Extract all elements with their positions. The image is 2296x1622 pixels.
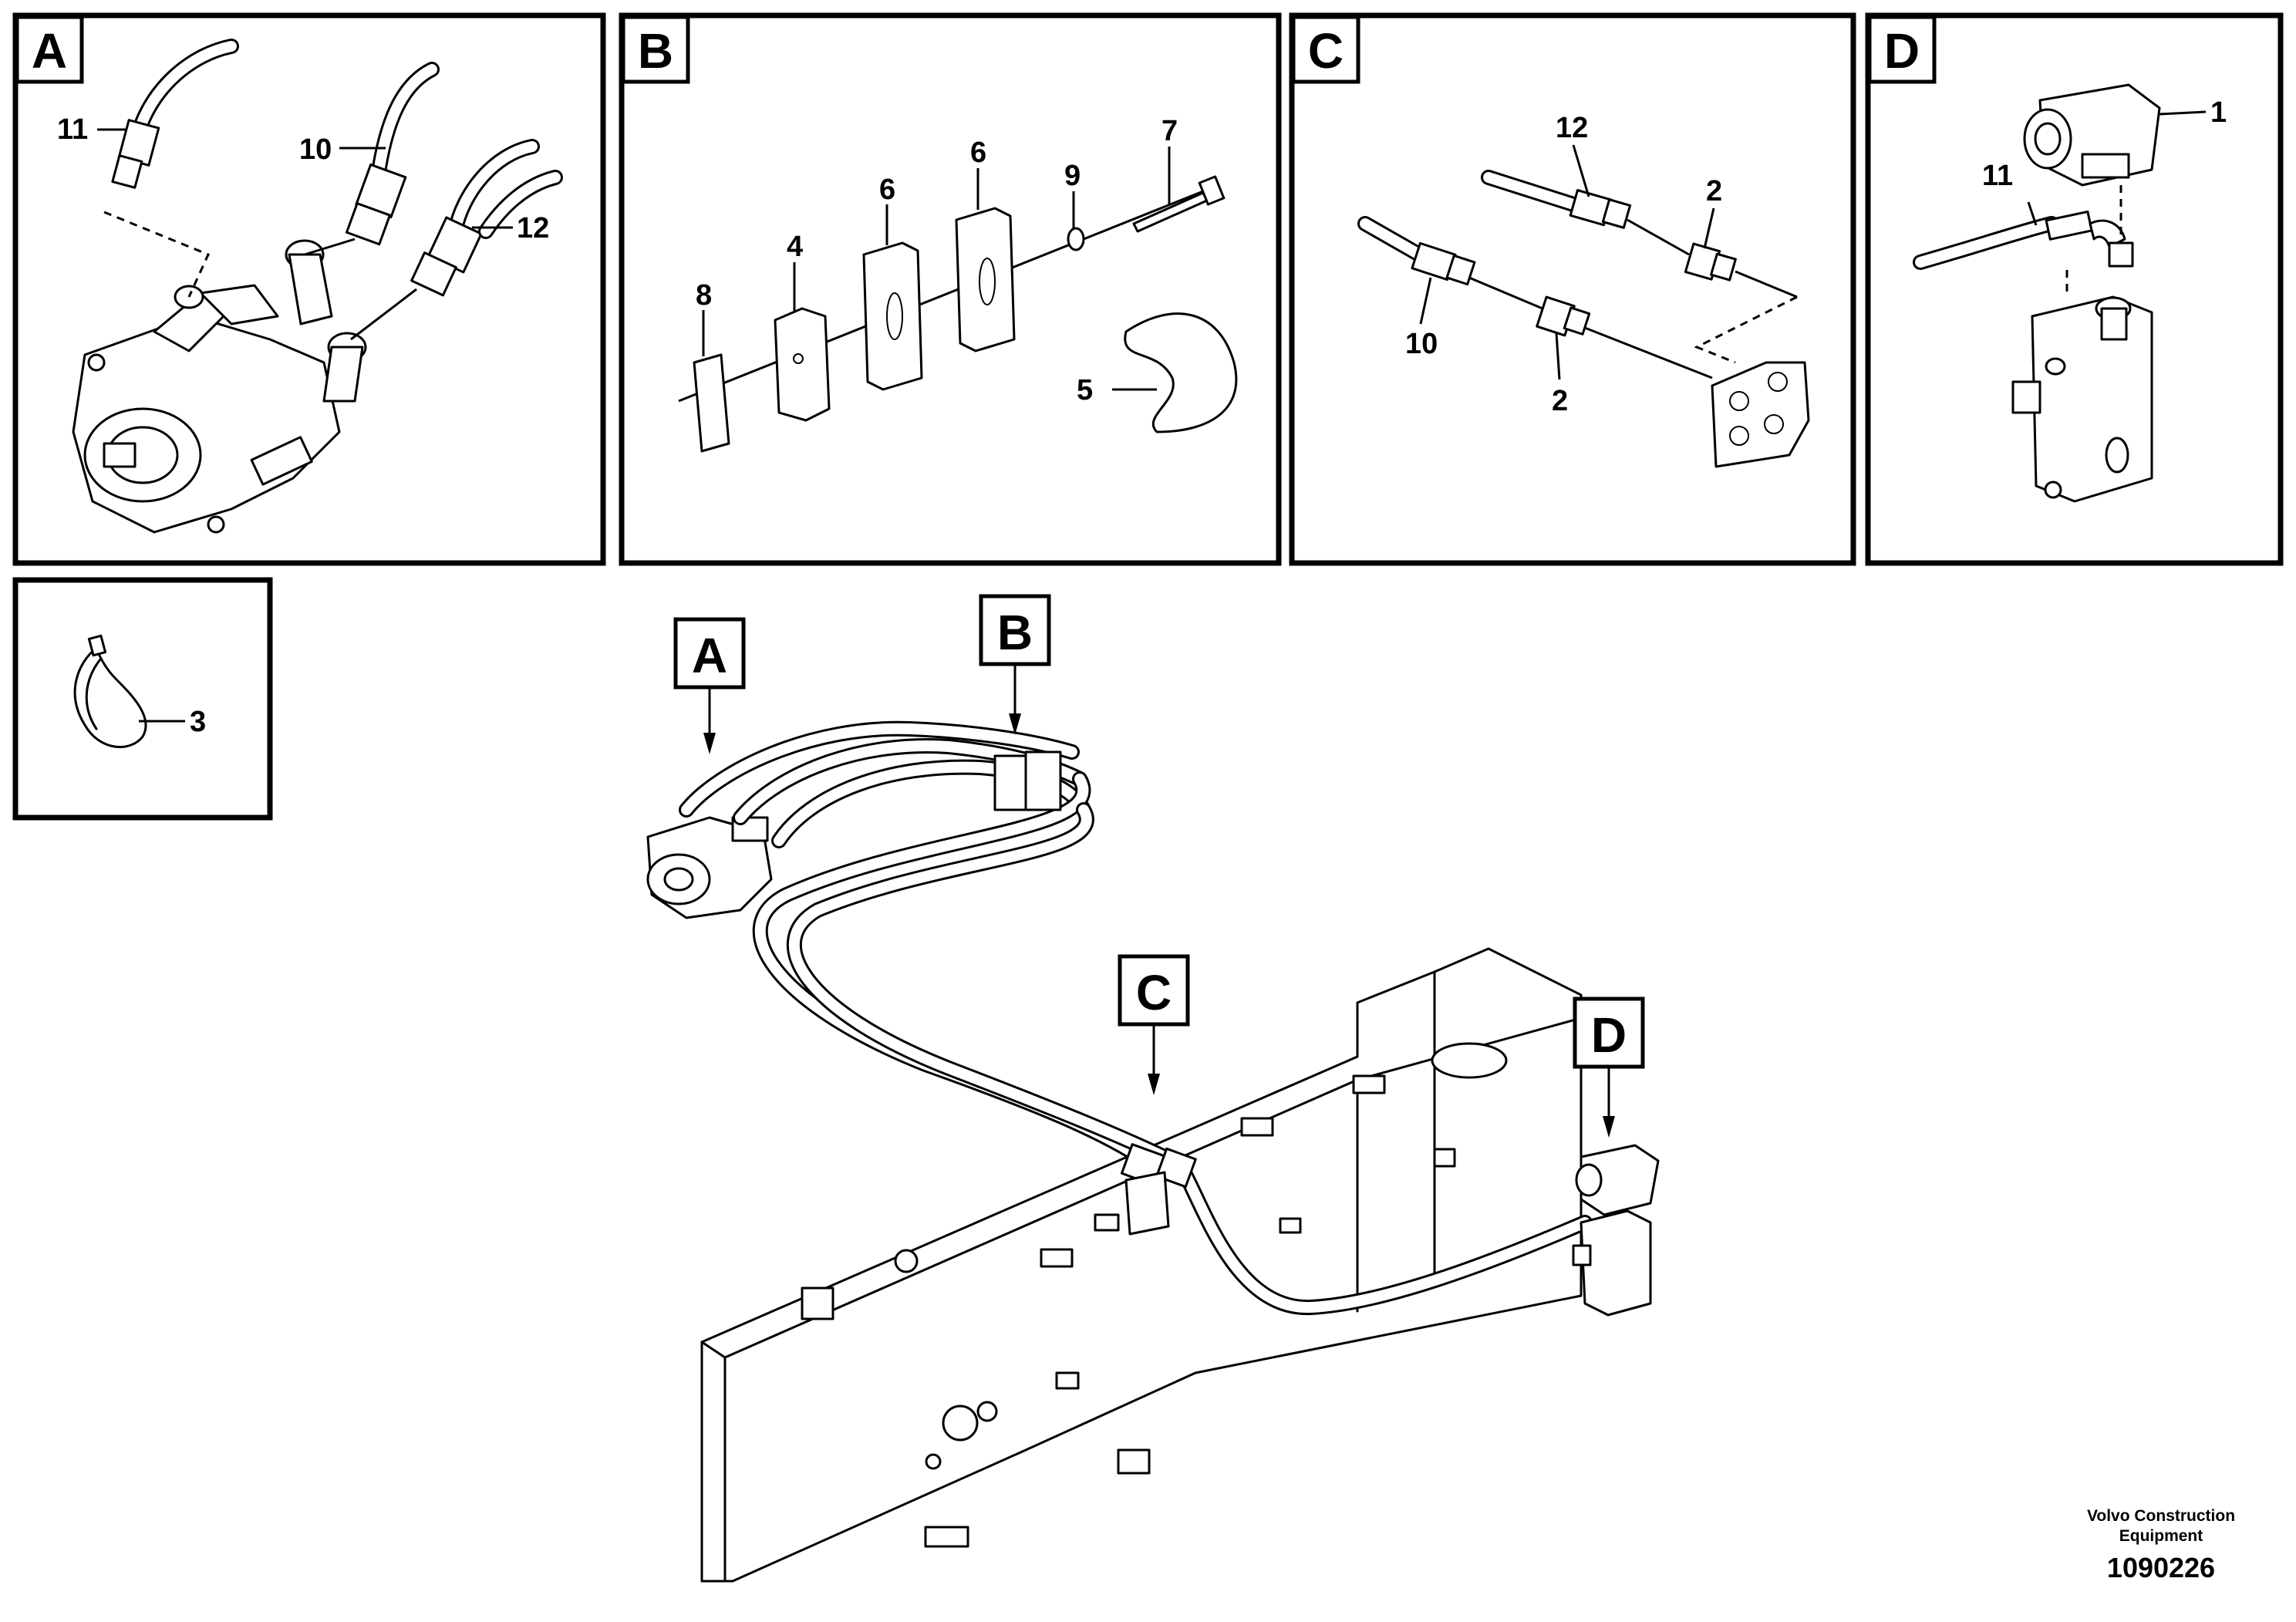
- callout-c-12: 12: [1556, 112, 1588, 144]
- svg-text:A: A: [692, 628, 727, 683]
- svg-text:D: D: [1591, 1007, 1627, 1063]
- panel-c-letter: C: [1308, 23, 1344, 79]
- panel-a: A: [12, 12, 606, 566]
- svg-text:B: B: [997, 605, 1033, 660]
- footer: Volvo Construction Equipment 1090226: [2087, 1507, 2235, 1583]
- callout-b-7: 7: [1161, 115, 1178, 147]
- callout-a-12: 12: [517, 212, 549, 244]
- callout-c-2b: 2: [1552, 385, 1568, 417]
- panel-c: C 12 2 10 2: [1289, 12, 1856, 566]
- footer-drawing-number: 1090226: [2107, 1552, 2215, 1583]
- callout-d-11: 11: [1982, 160, 2013, 192]
- overview-assembly: A B C D: [646, 594, 1660, 1583]
- footer-company-line2: Equipment: [2119, 1527, 2203, 1545]
- panel-d: D 1 11: [1865, 12, 2284, 566]
- footer-company-line1: Volvo Construction: [2087, 1507, 2235, 1525]
- callout-tie-3: 3: [190, 706, 206, 738]
- callout-a-10: 10: [299, 133, 332, 166]
- panel-a-letter: A: [32, 23, 67, 79]
- svg-text:C: C: [1136, 965, 1172, 1020]
- callout-b-8: 8: [696, 279, 712, 312]
- tag-b: B: [979, 594, 1051, 735]
- pump-overview: [646, 816, 773, 919]
- callout-b-5: 5: [1077, 374, 1093, 406]
- callout-b-6a: 6: [879, 174, 895, 206]
- callout-a-11: 11: [57, 113, 88, 146]
- panel-b: B 8 4 6 6 9 7 5: [619, 12, 1282, 566]
- panel-b-letter: B: [638, 23, 673, 79]
- tag-c: C: [1118, 954, 1190, 1095]
- callout-d-1: 1: [2210, 96, 2227, 129]
- callout-c-10: 10: [1405, 328, 1438, 360]
- tag-a: A: [673, 617, 746, 754]
- callout-b-9: 9: [1064, 160, 1081, 192]
- callout-b-6b: 6: [970, 137, 986, 169]
- valve-overview: [1572, 1144, 1660, 1317]
- callout-c-2a: 2: [1706, 175, 1722, 207]
- tag-d: D: [1573, 996, 1645, 1138]
- panel-cable-tie: 3: [12, 577, 273, 821]
- pump-a: [72, 239, 367, 534]
- panel-d-letter: D: [1884, 23, 1920, 79]
- callout-b-4: 4: [787, 231, 803, 263]
